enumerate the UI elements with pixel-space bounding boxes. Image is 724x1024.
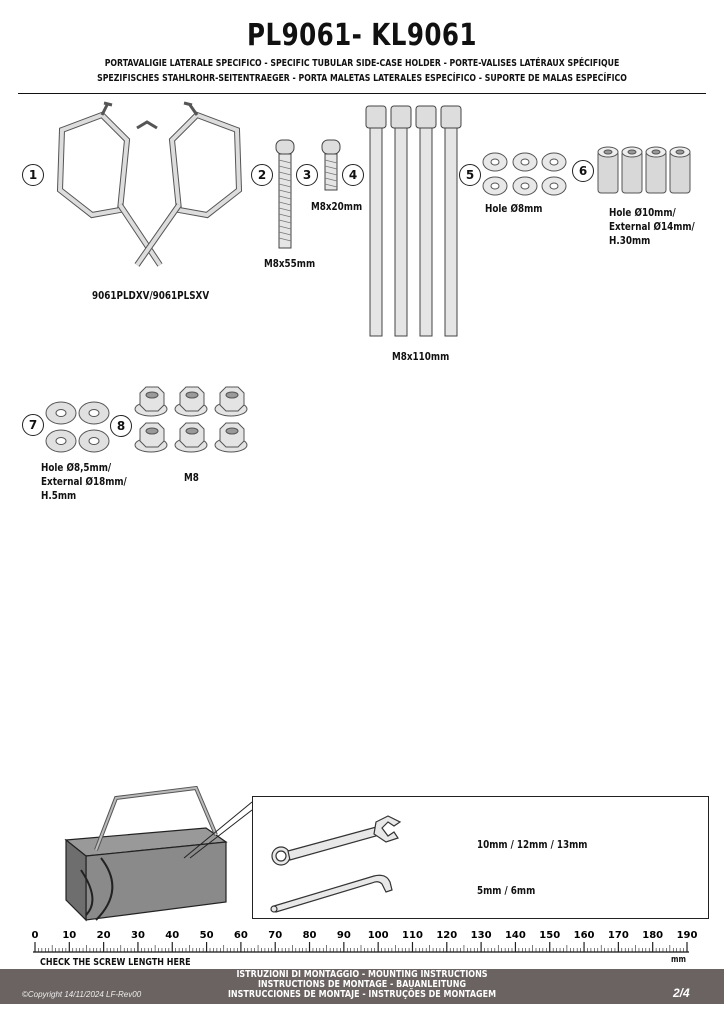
part-label-3: M8x20mm xyxy=(311,200,363,213)
part-number-8: 8 xyxy=(110,415,132,437)
part-label-6-line-3: H.30mm xyxy=(609,234,651,247)
part-number-4: 4 xyxy=(342,164,364,186)
part-label-4: M8x110mm xyxy=(392,350,450,363)
ruler-tick-label: 90 xyxy=(337,930,351,941)
part-number-2: 2 xyxy=(251,164,273,186)
part-label-7-line-1: Hole Ø8,5mm/ xyxy=(41,461,112,474)
spacers-illustration xyxy=(597,146,691,194)
part-label-5: Hole Ø8mm xyxy=(485,202,543,215)
header-divider xyxy=(18,93,706,94)
ruler-tick-label: 130 xyxy=(471,930,492,941)
ruler-tick-label: 40 xyxy=(165,930,179,941)
ruler-tick-label: 0 xyxy=(32,930,39,941)
screw-m8x55-illustration xyxy=(275,139,295,249)
ruler-scale: 0 10 20 30 40 50 60 70 80 90 100 110 120 130 140 150 160… xyxy=(32,930,698,953)
footer-line-3: INSTRUCCIONES DE MONTAJE - INSTRUÇÕES DE… xyxy=(227,989,497,1000)
screw-length-ruler: 0 10 20 30 40 50 60 70 80 90 100 110 120 130 140 150 160… xyxy=(0,925,724,969)
footer-line-1: ISTRUZIONI DI MONTAGGIO - MOUNTING INSTR… xyxy=(236,969,488,980)
part-number-3: 3 xyxy=(296,164,318,186)
washers-18mm-illustration xyxy=(45,401,110,453)
footer-bar: ISTRUZIONI DI MONTAGGIO - MOUNTING INSTR… xyxy=(0,969,724,1004)
part-number-7: 7 xyxy=(22,414,44,436)
ruler-tick-label: 30 xyxy=(131,930,145,941)
ruler-unit: mm xyxy=(671,955,687,965)
ruler-tick-label: 190 xyxy=(677,930,698,941)
part-number-1: 1 xyxy=(22,164,44,186)
copyright-notice: ©Copyright 14/11/2024 LF-Rev00 xyxy=(22,990,142,999)
page-number: 2/4 xyxy=(673,986,690,1000)
part-label-1: 9061PLDXV/9061PLSXV xyxy=(92,289,210,302)
ruler-tick-label: 160 xyxy=(574,930,595,941)
part-label-6-line-2: External Ø14mm/ xyxy=(609,220,695,233)
part-number-6: 6 xyxy=(572,160,594,182)
subtitle-line-1: PORTAVALIGIE LATERALE SPECIFICO - SPECIF… xyxy=(104,58,620,69)
ruler-caption: CHECK THE SCREW LENGTH HERE xyxy=(40,957,191,968)
washers-8mm-illustration xyxy=(482,152,567,196)
ruler-tick-label: 80 xyxy=(303,930,317,941)
toolbox-illustration xyxy=(64,785,228,922)
ruler-tick-label: 170 xyxy=(608,930,629,941)
part-number-5: 5 xyxy=(459,164,481,186)
ruler-tick-label: 110 xyxy=(402,930,423,941)
allen-key-icon xyxy=(270,874,393,913)
ruler-tick-label: 70 xyxy=(268,930,282,941)
ruler-tick-label: 140 xyxy=(505,930,526,941)
ruler-tick-label: 150 xyxy=(539,930,560,941)
part-label-7-line-2: External Ø18mm/ xyxy=(41,475,127,488)
screw-m8x20-illustration xyxy=(321,139,341,191)
wrench-sizes-label: 10mm / 12mm / 13mm xyxy=(477,838,588,851)
part-label-2: M8x55mm xyxy=(264,257,316,270)
ruler-tick-label: 60 xyxy=(234,930,248,941)
part-label-7-line-3: H.5mm xyxy=(41,489,77,502)
ruler-tick-label: 20 xyxy=(97,930,111,941)
screws-m8x110-illustration xyxy=(365,105,462,337)
footer-line-2: INSTRUCTIONS DE MONTAGE - BAUANLEITUNG xyxy=(257,979,467,990)
wrench-icon xyxy=(271,815,402,866)
ruler-tick-label: 180 xyxy=(642,930,663,941)
ruler-tick-label: 10 xyxy=(62,930,76,941)
ruler-tick-label: 120 xyxy=(436,930,457,941)
part-label-6-line-1: Hole Ø10mm/ xyxy=(609,206,676,219)
ruler-tick-label: 50 xyxy=(200,930,214,941)
flange-nuts-m8-illustration xyxy=(134,386,248,453)
document-title: PL9061- KL9061 xyxy=(247,18,477,53)
part-label-8: M8 xyxy=(184,471,199,484)
tools-panel xyxy=(252,796,709,919)
callout-pointer xyxy=(183,801,253,859)
subtitle-line-2: SPEZIFISCHES STAHLROHR-SEITENTRAEGER - P… xyxy=(97,73,627,84)
side-case-holder-frames-illustration xyxy=(56,101,243,267)
ruler-tick-label: 100 xyxy=(368,930,389,941)
allen-key-sizes-label: 5mm / 6mm xyxy=(477,884,536,897)
